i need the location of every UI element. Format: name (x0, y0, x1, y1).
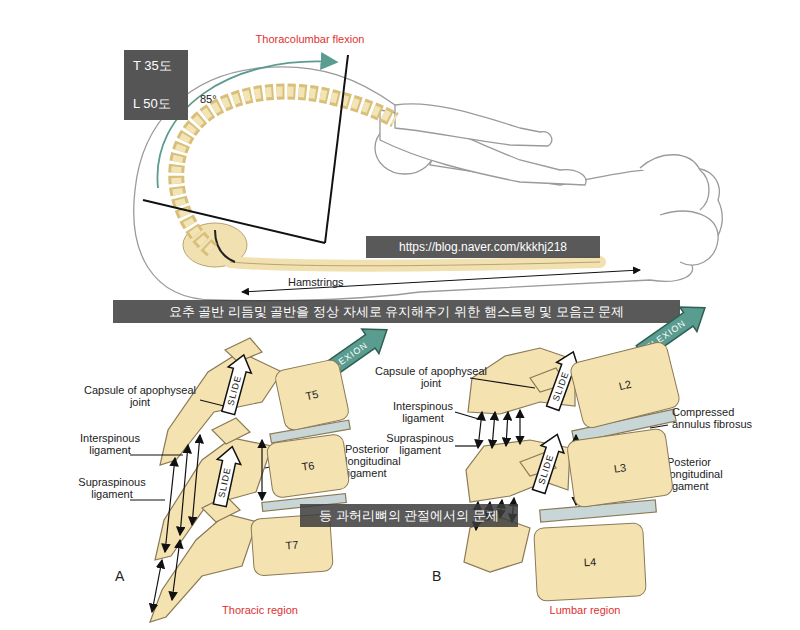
structure-label: Interspinous ligament (378, 400, 468, 424)
panel-letter: B (432, 568, 452, 584)
vertebral-body: T5 (273, 358, 350, 432)
caption-band: 요추 골반 리듬및 골반을 정상 자세로 유지해주기 위한 햄스트링 및 모음근… (113, 300, 680, 323)
structure-label: Supraspinous ligament (60, 476, 164, 500)
structure-label: Supraspinous ligament (372, 432, 468, 456)
structure-label: Posterior longitudinal ligament (667, 456, 753, 492)
structure-label: Interspinous ligament (60, 432, 160, 456)
structure-label: Capsule of apophyseal joint (375, 365, 487, 389)
pelvis-mark (215, 230, 235, 262)
node-text: 등 과허리뼈의 관절에서의 문제 (319, 507, 499, 525)
femur-edge (230, 262, 600, 266)
region-label: Thoracic region (200, 604, 320, 616)
vertebral-body: L4 (533, 522, 647, 602)
node-text: https://blog.naver.com/kkkhj218 (399, 240, 567, 254)
structure-label: Compressed annulus fibrosus (672, 406, 758, 430)
angle-box: T 35도 L 50도 (124, 50, 188, 120)
node-text: T 35도 (133, 57, 179, 75)
region-label: Lumbar region (525, 604, 645, 616)
arrow-shape (527, 431, 568, 495)
spine (176, 91, 395, 250)
vertebral-body: L3 (566, 427, 674, 508)
node-text: L 50도 (133, 95, 179, 113)
spine-inner (176, 91, 395, 250)
vertebral-body: T6 (265, 433, 350, 499)
muscle-label: Hamstrings (288, 276, 368, 288)
panel-letter: A (115, 568, 135, 584)
figure-title: Thoracolumbar flexion (235, 33, 385, 45)
node-text: L3 (613, 461, 627, 475)
angle-value: 85° (200, 93, 234, 105)
reference-line (143, 200, 325, 243)
node-text: T7 (285, 539, 299, 552)
node-text: L2 (618, 378, 633, 393)
reference-line (325, 55, 348, 243)
node-text: L4 (584, 556, 597, 569)
person-outline (134, 67, 722, 301)
caption-band: 등 과허리뼈의 관절에서의 문제 (300, 504, 518, 527)
arrow-shape (208, 444, 244, 508)
caption-band: https://blog.naver.com/kkkhj218 (366, 236, 600, 258)
hamstring-line (242, 270, 640, 292)
thoracic-spine (150, 338, 350, 622)
structure-label: Capsule of apophyseal joint (80, 384, 200, 408)
node-text: T5 (304, 388, 319, 402)
node-text: 요추 골반 리듬및 골반을 정상 자세로 유지해주기 위한 햄스트링 및 모음근… (169, 303, 625, 321)
node-text: T6 (301, 459, 315, 473)
arrow-shape (217, 352, 256, 416)
femur (230, 262, 600, 266)
